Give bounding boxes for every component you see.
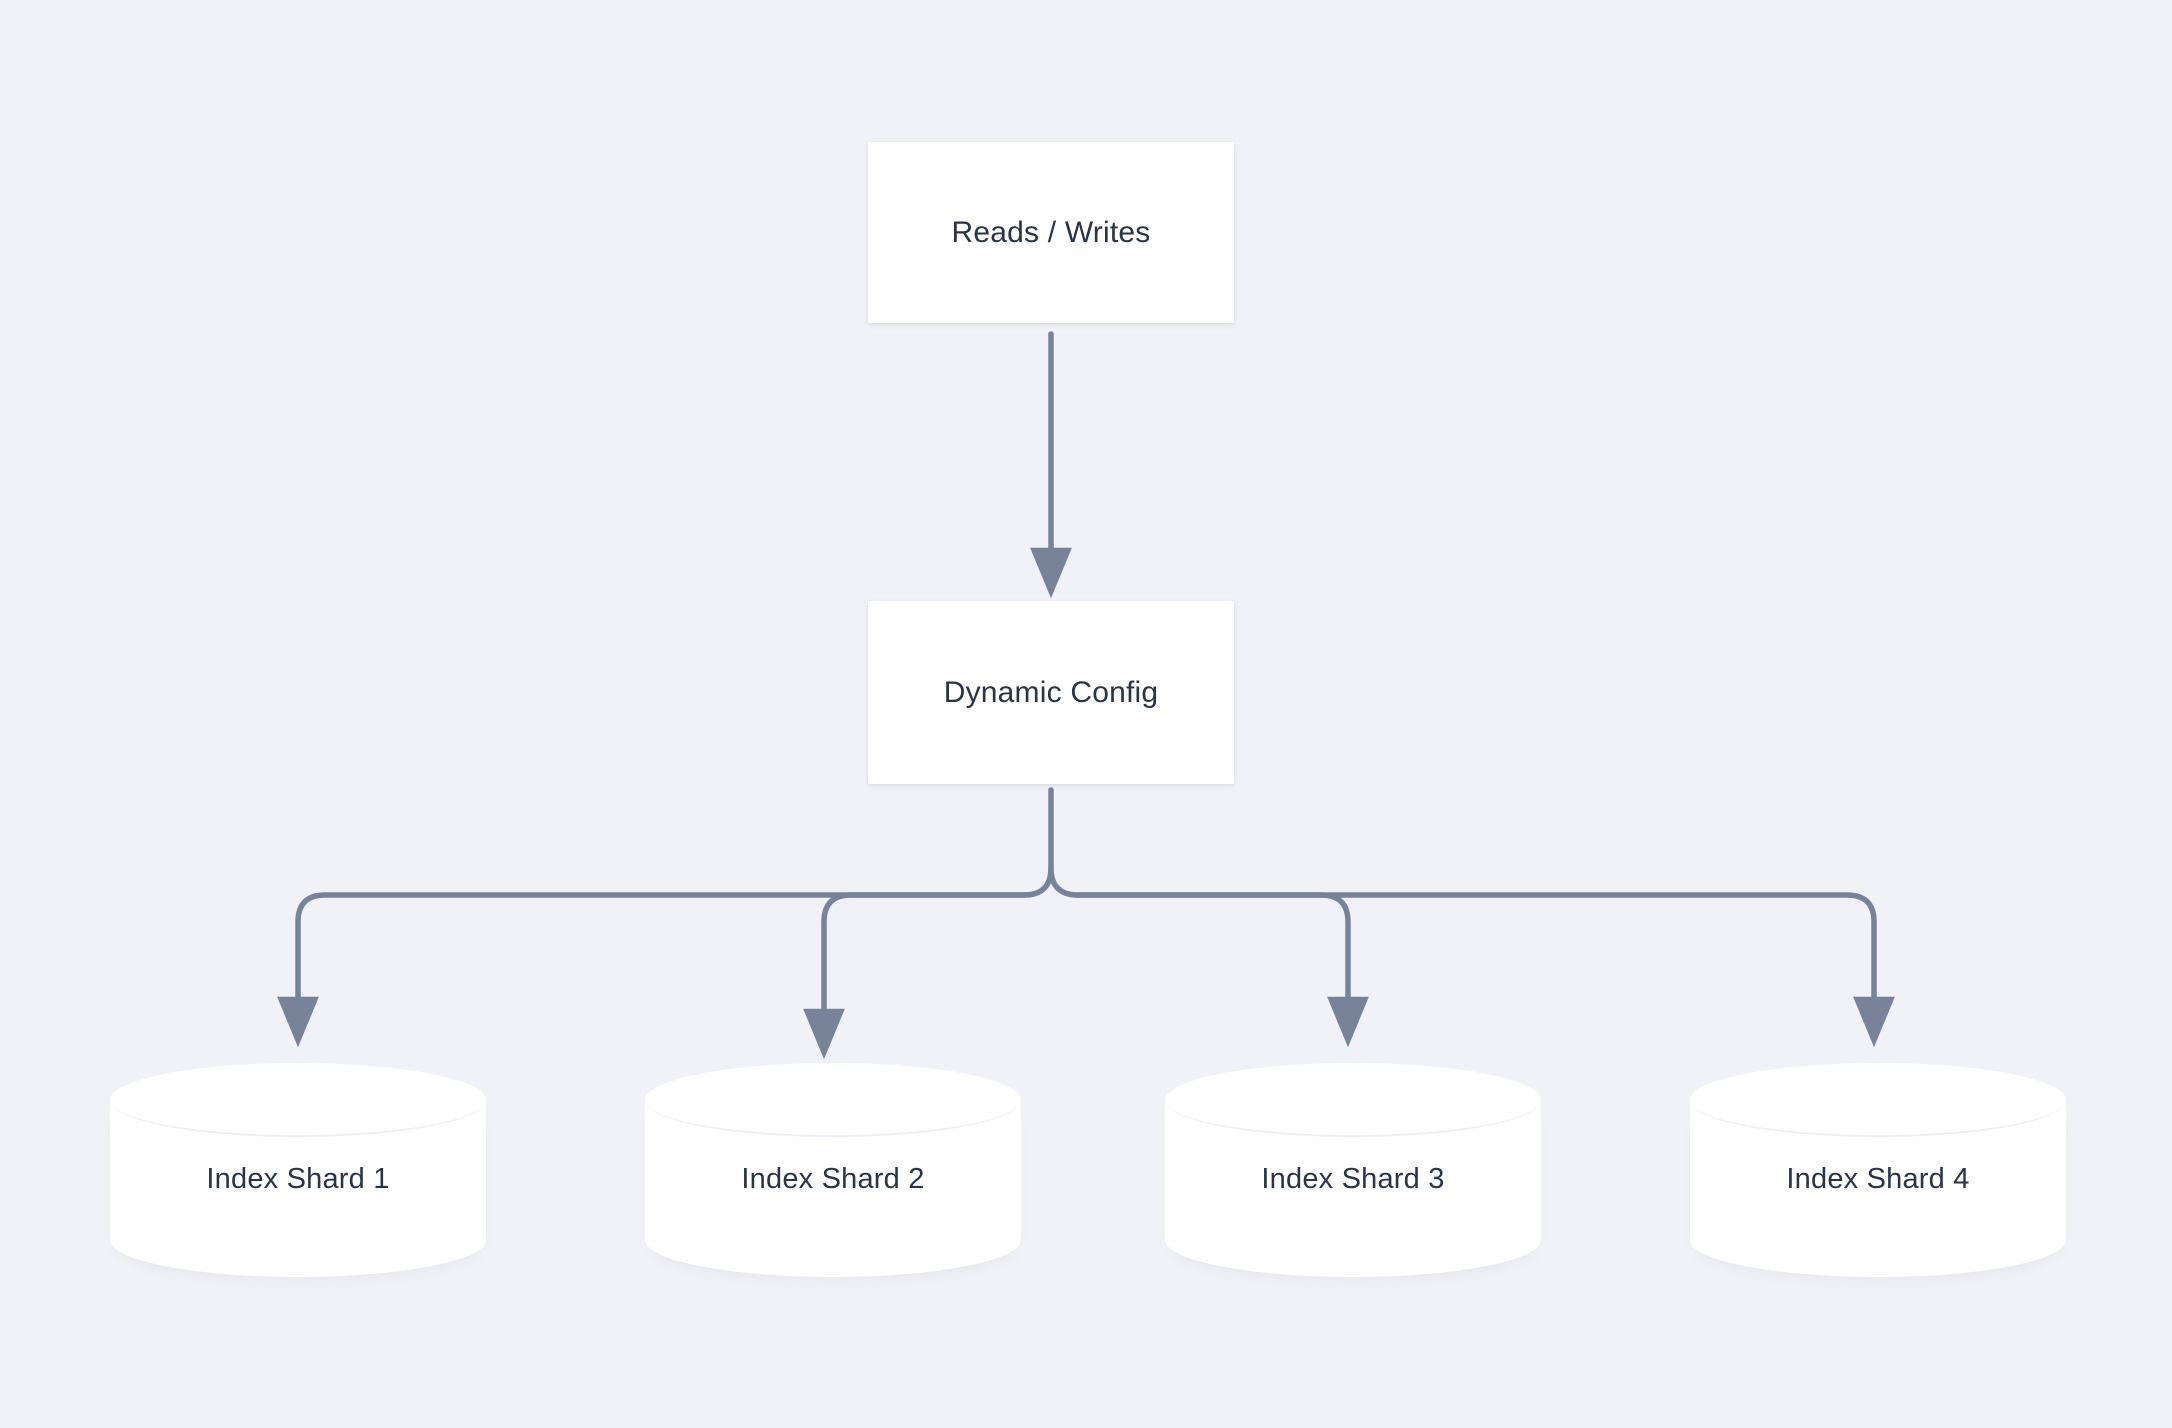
node-index-shard-2[interactable]: Index Shard 2 <box>645 1063 1021 1278</box>
node-dynamic-config[interactable]: Dynamic Config <box>868 601 1234 784</box>
node-index-shard-4-label: Index Shard 4 <box>1786 1163 1970 1195</box>
cylinder-top-ellipse <box>645 1063 1021 1137</box>
node-dynamic-config-label: Dynamic Config <box>943 675 1159 709</box>
edge-dynamic-config-to-shard-2 <box>803 892 1027 1060</box>
edge-dynamic-config-to-shard-1 <box>277 892 1027 1048</box>
node-index-shard-1-label: Index Shard 1 <box>206 1163 390 1195</box>
node-reads-writes-label: Reads / Writes <box>951 215 1151 249</box>
cylinder-top-ellipse <box>1690 1063 2066 1137</box>
node-index-shard-1[interactable]: Index Shard 1 <box>110 1063 486 1278</box>
cylinder-top-ellipse <box>1165 1063 1541 1137</box>
edge-dynamic-config-to-shard-3 <box>1075 892 1369 1048</box>
node-index-shard-3[interactable]: Index Shard 3 <box>1165 1063 1541 1278</box>
node-index-shard-3-label: Index Shard 3 <box>1261 1163 1445 1195</box>
edge-dynamic-config-to-shard-4 <box>1075 892 1895 1048</box>
edge-dynamic-config-trunk-left <box>1021 865 1054 898</box>
node-index-shard-4[interactable]: Index Shard 4 <box>1690 1063 2066 1278</box>
cylinder-top-ellipse <box>110 1063 486 1137</box>
edge-dynamic-config-trunk <box>1048 787 1081 898</box>
node-index-shard-2-label: Index Shard 2 <box>741 1163 925 1195</box>
node-reads-writes[interactable]: Reads / Writes <box>868 142 1234 323</box>
